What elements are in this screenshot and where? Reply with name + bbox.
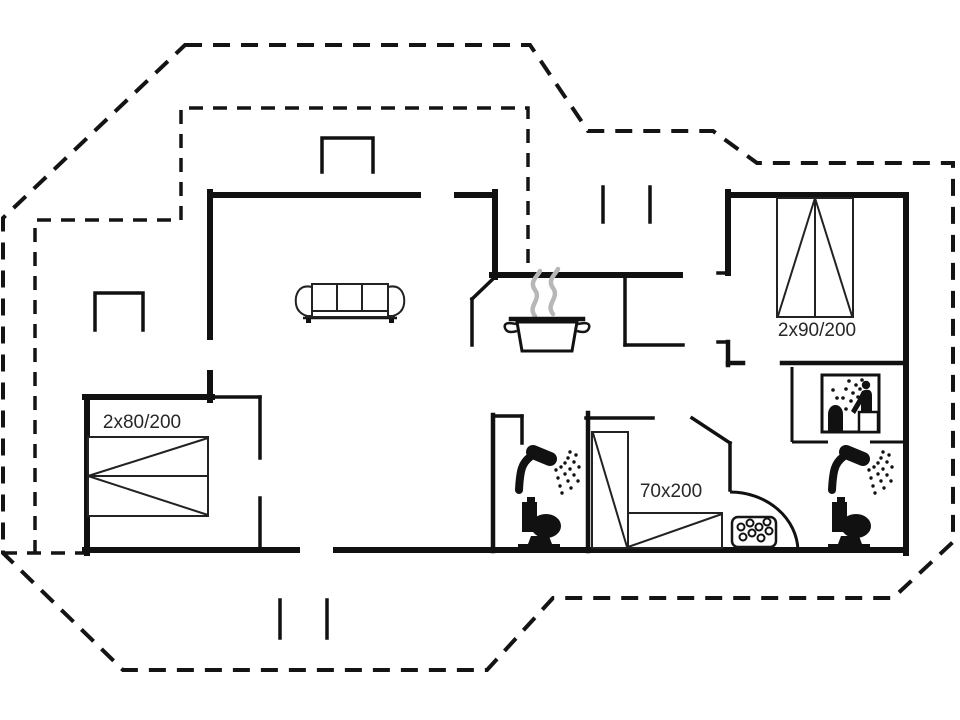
bed-single-label: 70x200 <box>640 481 702 502</box>
washbasin-icon <box>730 515 778 549</box>
niche-left <box>93 291 145 332</box>
shower-icon <box>828 445 894 495</box>
sofa-icon <box>294 283 406 323</box>
shower-icon <box>515 445 581 495</box>
bed-left-label: 2x80/200 <box>103 412 181 433</box>
labels: 2x80/200 2x90/200 70x200 <box>103 320 856 502</box>
bed-single-vertical <box>591 431 629 549</box>
toilet-icon <box>518 497 561 548</box>
terrace-outline-dashed <box>3 106 530 555</box>
steam-icon <box>530 266 561 319</box>
walls <box>82 189 909 556</box>
bed-right-label: 2x90/200 <box>778 320 856 341</box>
cooking-pot-icon <box>503 316 591 353</box>
opening-marks <box>278 185 652 640</box>
sauna-pictogram-icon <box>820 373 881 434</box>
door-swing-arc <box>729 490 800 551</box>
bed-double-left <box>87 436 209 517</box>
niche-top <box>320 136 375 174</box>
bed-double-right <box>776 197 854 318</box>
roof-outline-dashed <box>1 43 955 672</box>
toilet-icon <box>828 497 871 548</box>
bed-single-horizontal <box>627 512 723 549</box>
